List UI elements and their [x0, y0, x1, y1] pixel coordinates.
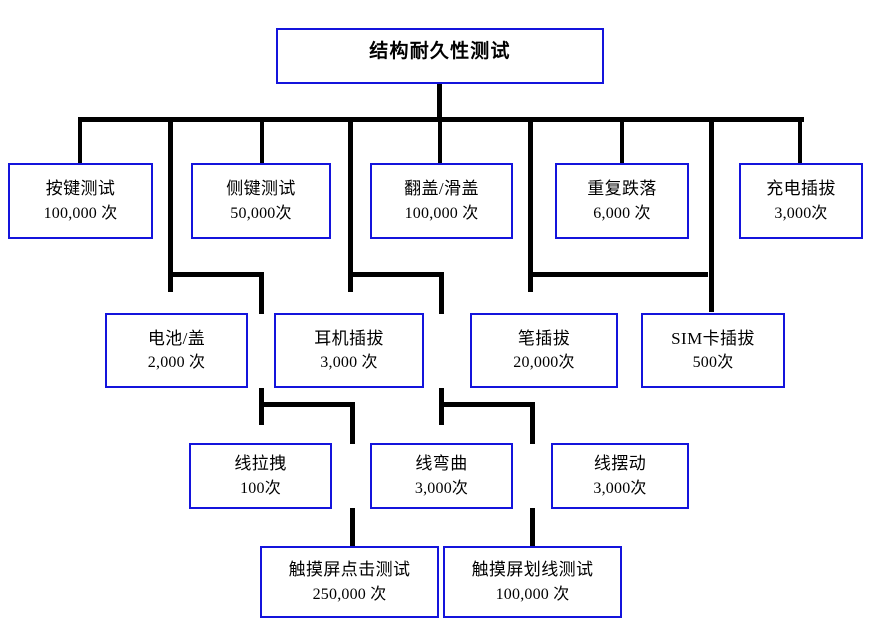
node-touch-click-test[interactable]: 触摸屏点击测试 250,000 次 — [260, 546, 439, 618]
node-battery-cover-test[interactable]: 电池/盖 2,000 次 — [105, 313, 248, 388]
node-flip-slide-test-label: 翻盖/滑盖 — [404, 179, 479, 199]
node-pen-plug-test-count: 20,000次 — [513, 354, 575, 372]
node-cable-swing-test[interactable]: 线摆动 3,000次 — [551, 443, 689, 509]
node-cable-pull-test[interactable]: 线拉拽 100次 — [189, 443, 332, 509]
connector-elbow-3-horizontal — [528, 272, 708, 277]
connector-elbow-4-vertical — [350, 402, 355, 444]
node-cable-swing-test-label: 线摆动 — [593, 454, 647, 474]
connector-bus-to-fangai — [438, 120, 442, 164]
node-touch-swipe-test-label: 触摸屏划线测试 — [471, 560, 594, 580]
connector-bus-to-anjian — [78, 120, 82, 164]
node-side-key-test-count: 50,000次 — [230, 204, 292, 222]
node-cable-pull-test-count: 100次 — [240, 479, 281, 497]
connector-touch-click-drop — [350, 508, 355, 546]
connector-elbow-1-vertical — [259, 272, 264, 314]
node-battery-cover-test-count: 2,000 次 — [147, 354, 206, 372]
connector-touch-swipe-drop — [530, 508, 535, 546]
connector-elbow-2-horizontal — [348, 272, 444, 277]
node-side-key-test[interactable]: 侧键测试 50,000次 — [191, 163, 331, 239]
node-repeat-drop-test-count: 6,000 次 — [593, 204, 651, 222]
connector-elbow-5-horizontal — [439, 402, 535, 407]
node-cable-swing-test-count: 3,000次 — [593, 479, 647, 497]
node-flip-slide-test-count: 100,000 次 — [404, 204, 479, 222]
node-cable-pull-test-label: 线拉拽 — [234, 454, 287, 474]
node-side-key-test-label: 侧键测试 — [226, 179, 296, 199]
node-charge-plug-test-count: 3,000次 — [774, 204, 828, 222]
node-earphone-plug-test[interactable]: 耳机插拔 3,000 次 — [274, 313, 424, 388]
connector-bus-to-chongdian — [798, 120, 802, 164]
node-touch-click-test-count: 250,000 次 — [312, 585, 387, 603]
node-repeat-drop-test[interactable]: 重复跌落 6,000 次 — [555, 163, 689, 239]
node-repeat-drop-test-label: 重复跌落 — [587, 179, 657, 199]
node-pen-plug-test[interactable]: 笔插拔 20,000次 — [470, 313, 618, 388]
node-key-test[interactable]: 按键测试 100,000 次 — [8, 163, 153, 239]
node-key-test-count: 100,000 次 — [43, 204, 118, 222]
node-flip-slide-test[interactable]: 翻盖/滑盖 100,000 次 — [370, 163, 513, 239]
node-cable-bend-test[interactable]: 线弯曲 3,000次 — [370, 443, 513, 509]
node-charge-plug-test-label: 充电插拔 — [766, 179, 836, 199]
node-sim-plug-test-label: SIM卡插拔 — [671, 328, 755, 348]
connector-elbow-1-horizontal — [168, 272, 264, 277]
node-earphone-plug-test-label: 耳机插拔 — [314, 328, 384, 348]
node-root-label: 结构耐久性测试 — [369, 41, 511, 62]
connector-bus-dropline-2 — [348, 120, 353, 292]
node-touch-swipe-test-count: 100,000 次 — [495, 585, 570, 603]
connector-bus-to-diaoluo — [620, 120, 624, 164]
connector-bus-dropline-3 — [528, 120, 533, 292]
node-key-test-label: 按键测试 — [45, 179, 116, 199]
connector-bus-to-cejian — [260, 120, 264, 164]
node-touch-swipe-test[interactable]: 触摸屏划线测试 100,000 次 — [443, 546, 622, 618]
node-sim-plug-test-count: 500次 — [692, 354, 734, 372]
node-touch-click-test-label: 触摸屏点击测试 — [288, 560, 411, 580]
node-cable-bend-test-label: 线弯曲 — [415, 454, 468, 474]
node-root[interactable]: 结构耐久性测试 — [276, 28, 604, 84]
connector-main-bus — [78, 117, 804, 122]
node-charge-plug-test[interactable]: 充电插拔 3,000次 — [739, 163, 863, 239]
node-pen-plug-test-label: 笔插拔 — [517, 328, 571, 348]
connector-bus-dropline-4 — [709, 120, 714, 312]
connector-elbow-2-vertical — [439, 272, 444, 314]
node-earphone-plug-test-count: 3,000 次 — [320, 354, 378, 372]
node-battery-cover-test-label: 电池/盖 — [147, 328, 206, 348]
connector-elbow-4-horizontal — [259, 402, 355, 407]
connector-bus-dropline-1 — [168, 120, 173, 292]
connector-elbow-5-vertical — [530, 402, 535, 444]
connector-root-trunk — [437, 84, 442, 120]
node-sim-plug-test[interactable]: SIM卡插拔 500次 — [641, 313, 785, 388]
node-cable-bend-test-count: 3,000次 — [414, 479, 469, 497]
